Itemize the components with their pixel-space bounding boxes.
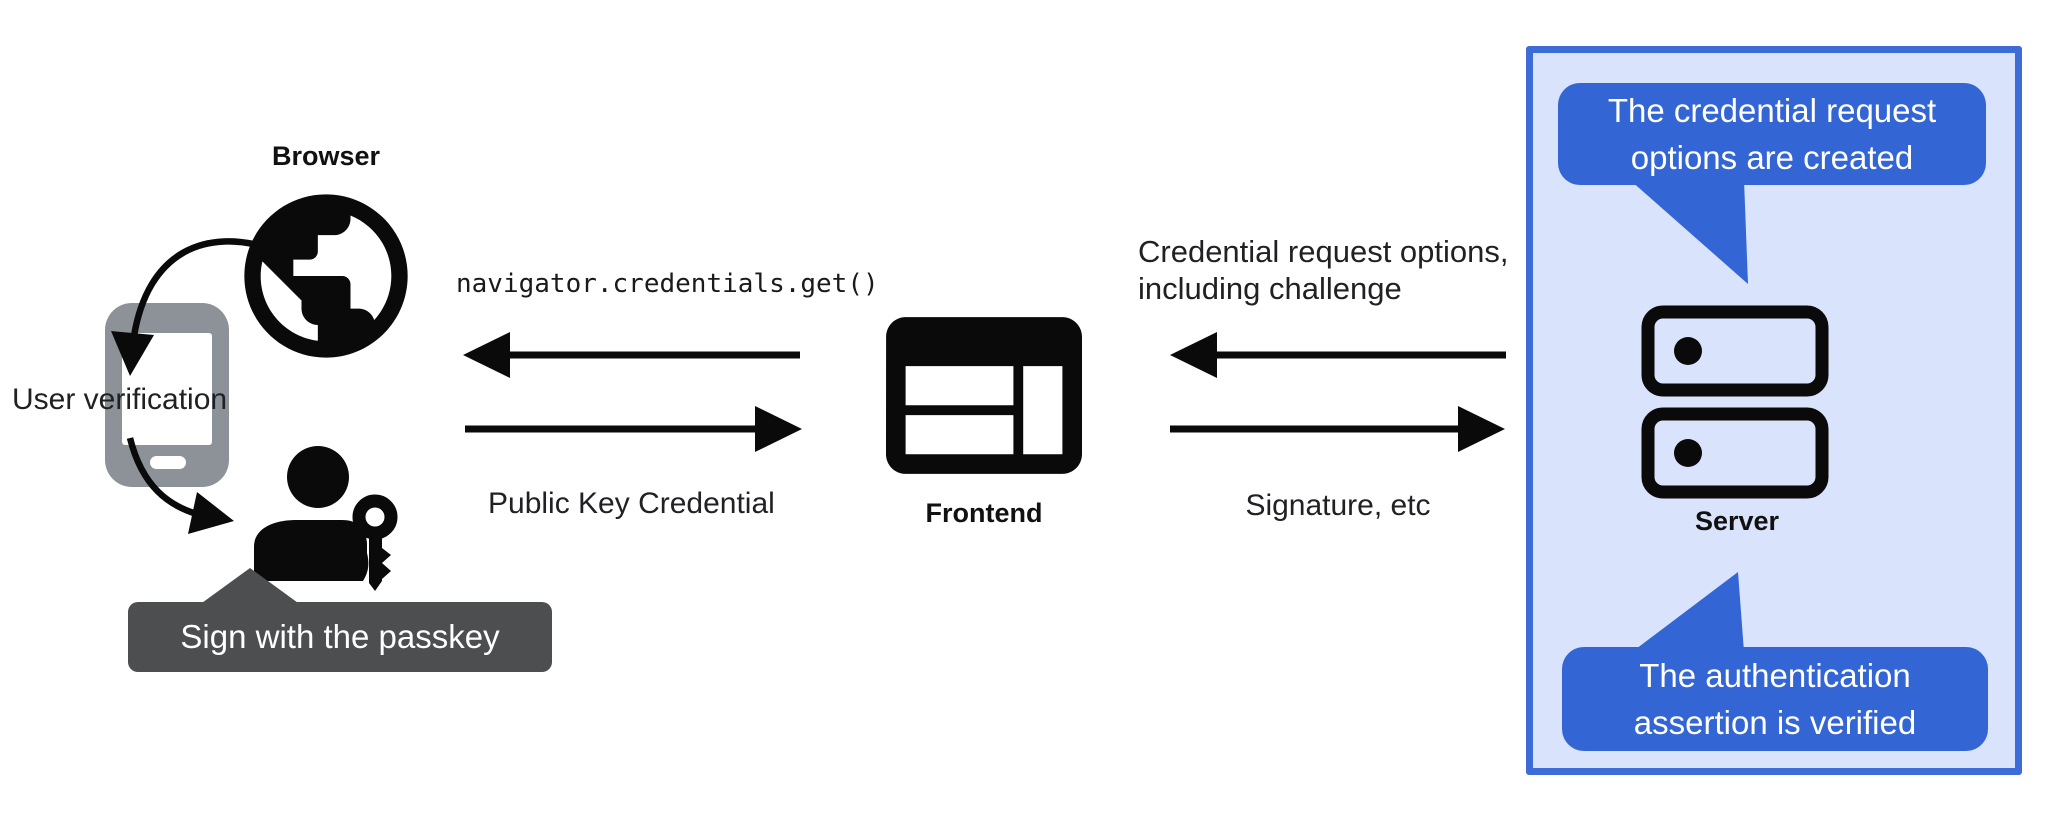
person-with-key-icon [254, 446, 369, 581]
frontend-label: Frontend [925, 498, 1043, 528]
api-call-text: navigator.credentials.get() [456, 269, 879, 299]
signature-etc-label: Signature, etc [1245, 489, 1431, 522]
server-stack-icon [1641, 305, 1829, 499]
credential-options-created-bubble: The credential request options are creat… [1558, 83, 1986, 185]
bubble-bottom-line1: The authentication [1639, 657, 1911, 694]
sign-with-passkey-text: Sign with the passkey [180, 618, 500, 655]
sign-with-passkey-tooltip: Sign with the passkey [128, 602, 552, 672]
public-key-credential-label: Public Key Credential [488, 487, 775, 520]
user-verification-label: User verification [12, 383, 228, 416]
bubble-top-line2: options are created [1630, 139, 1914, 176]
credential-request-options-line1: Credential request options, [1138, 234, 1509, 269]
arrow-server-to-frontend [1170, 332, 1506, 378]
assertion-verified-bubble: The authentication assertion is verified [1562, 647, 1988, 751]
arrow-frontend-to-browser [463, 332, 800, 378]
globe-icon [244, 194, 408, 358]
arrow-frontend-to-server [1170, 406, 1505, 452]
bubble-top-line1: The credential request [1607, 92, 1937, 129]
bubble-bottom-line2: assertion is verified [1633, 704, 1917, 741]
browser-label: Browser [271, 141, 381, 171]
key-icon [352, 494, 398, 591]
credential-request-options-line2: including challenge [1138, 271, 1402, 306]
tooltip-pointer [195, 568, 305, 608]
arrow-browser-to-frontend [465, 406, 802, 452]
browser-window-icon [886, 317, 1082, 474]
server-label: Server [1694, 506, 1780, 536]
